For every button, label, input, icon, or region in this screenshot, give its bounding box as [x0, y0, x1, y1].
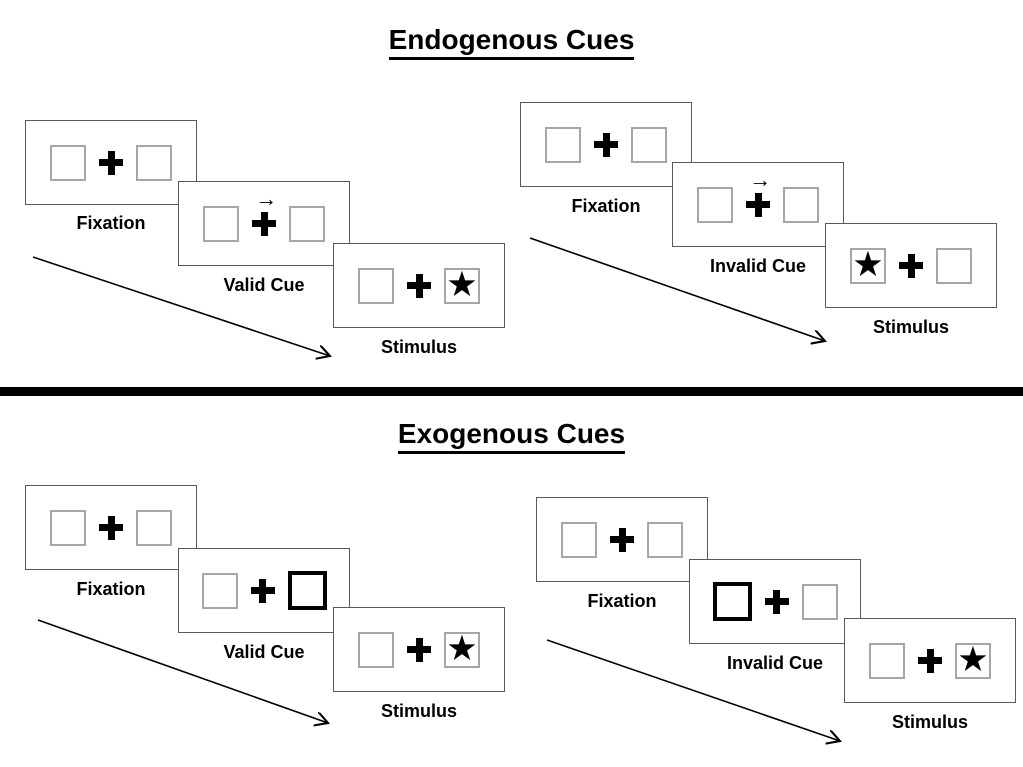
fixation-cross-icon [610, 527, 634, 552]
placeholder-box-left [697, 186, 733, 223]
panel-label: Valid Cue [223, 275, 305, 295]
cue-arrow-icon: → [749, 166, 772, 192]
cue-highlight-box-left [712, 582, 752, 621]
invalid-cue-panel: → [672, 162, 844, 247]
cue-arrow-icon: → [255, 185, 278, 211]
section-title-exogenous: Exogenous Cues [0, 418, 1023, 454]
placeholder-box-right [136, 144, 172, 181]
valid-cue-panel: → [178, 181, 350, 266]
section-divider [0, 387, 1023, 396]
placeholder-box-left [201, 572, 238, 609]
stimulus-panel: ★ [825, 223, 997, 308]
placeholder-box-left [545, 126, 581, 163]
fixation-cross-icon [250, 578, 275, 603]
section-title-endogenous: Endogenous Cues [0, 24, 1023, 60]
placeholder-box-right [289, 205, 325, 242]
cue-highlight-box-right [287, 571, 327, 610]
screen [537, 498, 707, 581]
placeholder-box-right [783, 186, 819, 223]
screen [179, 549, 349, 632]
panel-label: Stimulus [872, 317, 949, 337]
placeholder-box-left [50, 144, 86, 181]
panel-label: Invalid Cue [726, 653, 824, 673]
panel-label: Fixation [571, 196, 641, 216]
timeline-arrow-endogenous-valid [32, 256, 330, 356]
star-stimulus-icon: ★ [852, 244, 884, 284]
fixation-panel [520, 102, 692, 187]
panel-label: Stimulus [380, 337, 457, 357]
placeholder-box-left [203, 205, 239, 242]
panel-label: Fixation [587, 591, 657, 611]
stimulus-box-right: ★ [444, 264, 480, 304]
screen: → [673, 163, 843, 246]
placeholder-box-right [647, 521, 683, 558]
star-stimulus-icon: ★ [957, 639, 989, 679]
stimulus-panel: ★ [333, 607, 505, 692]
fixation-cross-icon [252, 211, 276, 236]
screen [521, 103, 691, 186]
screen: ★ [334, 244, 504, 327]
placeholder-box-right [801, 583, 838, 620]
stimulus-panel: ★ [844, 618, 1016, 703]
star-stimulus-icon: ★ [446, 628, 478, 668]
panel-label: Invalid Cue [709, 256, 807, 276]
invalid-cue-panel [689, 559, 861, 644]
panel-label: Stimulus [380, 701, 457, 721]
screen: ★ [845, 619, 1015, 702]
star-stimulus-icon: ★ [446, 264, 478, 304]
stimulus-box-left: ★ [850, 244, 886, 284]
placeholder-box-right [936, 247, 972, 284]
fixation-cross-icon [407, 273, 431, 298]
fixation-cross-icon [746, 192, 770, 217]
placeholder-box-right [136, 509, 172, 546]
fixation-cross-icon [99, 515, 123, 540]
placeholder-box-left [50, 509, 86, 546]
screen [26, 486, 196, 569]
fixation-panel [25, 485, 197, 570]
fixation-cross-icon [407, 637, 431, 662]
fixation-panel [25, 120, 197, 205]
stimulus-box-right: ★ [955, 639, 991, 679]
screen: ★ [826, 224, 996, 307]
stimulus-panel: ★ [333, 243, 505, 328]
screen [690, 560, 860, 643]
placeholder-box-left [869, 642, 905, 679]
fixation-cross-icon [764, 589, 789, 614]
fixation-cross-icon [99, 150, 123, 175]
fixation-cross-icon [918, 648, 942, 673]
fixation-cross-icon [899, 253, 923, 278]
panel-label: Fixation [76, 579, 146, 599]
fixation-cross-icon [594, 132, 618, 157]
placeholder-box-left [561, 521, 597, 558]
placeholder-box-left [358, 267, 394, 304]
screen: → [179, 182, 349, 265]
panel-label: Valid Cue [223, 642, 305, 662]
placeholder-box-left [358, 631, 394, 668]
screen [26, 121, 196, 204]
screen: ★ [334, 608, 504, 691]
valid-cue-panel [178, 548, 350, 633]
placeholder-box-right [631, 126, 667, 163]
fixation-panel [536, 497, 708, 582]
timeline-arrow-endogenous-invalid [529, 237, 825, 341]
timeline-arrow-exogenous-valid [37, 619, 328, 723]
panel-label: Fixation [76, 213, 146, 233]
panel-label: Stimulus [891, 712, 968, 732]
stimulus-box-right: ★ [444, 628, 480, 668]
